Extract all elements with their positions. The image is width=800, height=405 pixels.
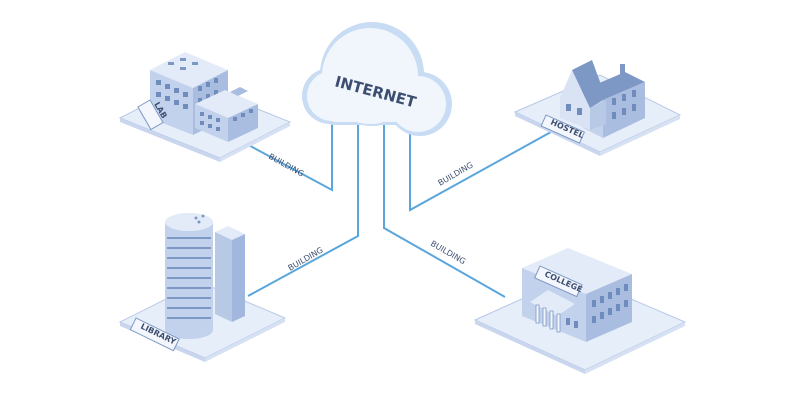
college-sign (534, 265, 583, 298)
link-line-library (247, 125, 359, 297)
hostel-node: HOSTEL (513, 60, 682, 156)
lab-node: LAB (118, 52, 292, 162)
library-building (165, 213, 245, 339)
library-node: LIBRARY (118, 213, 287, 362)
hostel-sign (540, 114, 586, 144)
hostel-building (560, 60, 645, 138)
college-building (522, 248, 632, 342)
link-line-college (383, 125, 506, 298)
college-node: COLLEGE (473, 248, 687, 374)
link-line-hostel (409, 126, 561, 212)
lab-sign (137, 99, 164, 131)
internet-cloud: INTERNET (302, 22, 452, 136)
link-label-lab: BUILDING (267, 152, 305, 179)
library-sign (129, 317, 180, 352)
link-label-library: BUILDING (287, 246, 325, 273)
link-label-college: BUILDING (429, 239, 467, 266)
